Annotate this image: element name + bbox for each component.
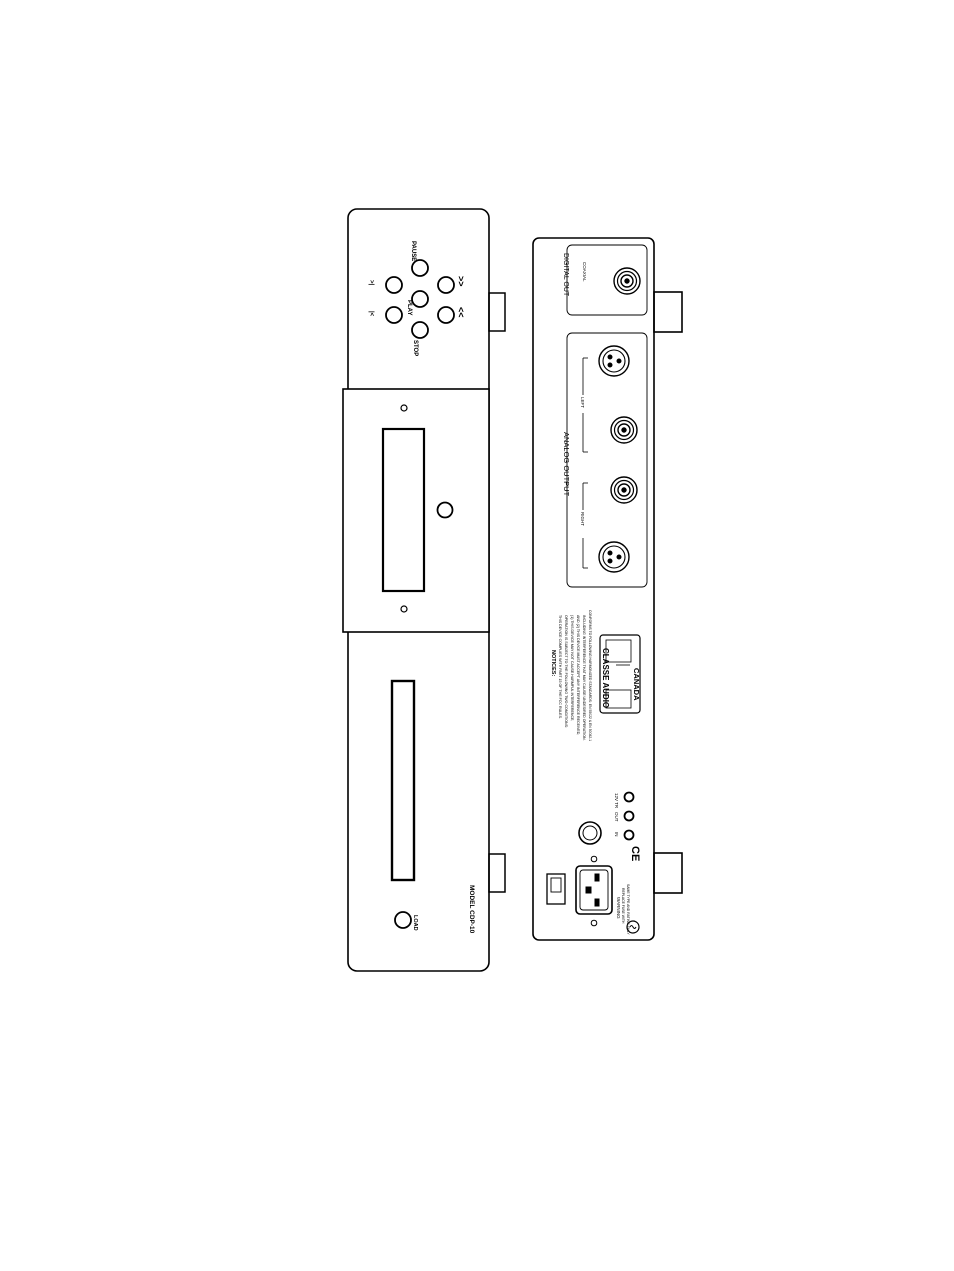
coaxial-label: COAXIAL (582, 262, 587, 282)
warning-line-2: SAME TYPE AND RATING ONLY (626, 884, 630, 935)
model-label: MODEL CDP-10 (468, 885, 475, 934)
indicator-led-bottom (400, 605, 408, 613)
screw-top (590, 855, 598, 863)
control-in-jack (623, 829, 635, 841)
coaxial-jack (613, 267, 641, 295)
xlr-left-pin-2 (607, 362, 613, 368)
rewind-button[interactable] (385, 306, 403, 324)
iec-pin-3 (585, 886, 592, 894)
pause-label: PAUSE (410, 241, 416, 261)
brand-country: CANADA (632, 668, 641, 701)
notice-line-5: INCLUDING INTERFERENCE THAT MAY CAUSE UN… (582, 615, 586, 741)
iec-power-inlet (575, 865, 613, 915)
power-switch[interactable] (546, 873, 566, 905)
ce-mark: CE (629, 846, 641, 861)
display-window (381, 427, 426, 593)
iec-pin-1 (594, 873, 600, 882)
rear-panel-body (532, 237, 655, 941)
power-switch-rocker (550, 877, 562, 893)
notice-line-1: THIS DEVICE COMPLIES WITH PART 15 OF THE… (558, 615, 562, 719)
disc-tray (390, 679, 416, 882)
xlr-right-pin-2 (607, 558, 613, 564)
trigger-jack (623, 791, 635, 803)
xlr-left-pin-1 (607, 354, 613, 360)
fuse-holder (578, 821, 602, 845)
prev-track-label: << (456, 307, 466, 318)
front-foot-bottom (488, 853, 506, 893)
rear-foot-top (653, 291, 683, 333)
digital-out-title: DIGITAL OUT (562, 253, 569, 297)
ground-symbol (626, 920, 640, 934)
pause-button[interactable] (411, 259, 429, 277)
play-button[interactable] (411, 290, 429, 308)
ground-symbol-wave (629, 925, 637, 929)
notice-line-3: (1) THIS DEVICE MAY NOT CAUSE HARMFUL IN… (570, 615, 574, 721)
xlr-left-jack (598, 345, 630, 377)
control-in-label: IN (614, 832, 619, 837)
iec-pin-2 (594, 898, 600, 907)
rear-panel (532, 237, 683, 941)
coaxial-jack-pin (624, 278, 630, 284)
front-foot-top (488, 292, 506, 332)
stop-button[interactable] (411, 321, 429, 339)
iec-power-inlet-inner (579, 869, 609, 911)
load-button[interactable] (394, 911, 412, 929)
coaxial-jack-inner (620, 274, 634, 288)
trigger-label: 12V TR (614, 793, 619, 809)
rear-foot-bottom (653, 852, 683, 894)
left-label: LEFT (580, 397, 585, 408)
screw-bottom (590, 919, 598, 927)
serial-label-plate (599, 634, 641, 714)
xlr-left-pin-3 (616, 358, 622, 364)
load-label: LOAD (412, 915, 418, 931)
play-label: PLAY (406, 300, 412, 315)
xlr-right-pin-1 (607, 550, 613, 556)
analog-output-box (566, 332, 648, 588)
notice-line-4: AND (2) THIS DEVICE MUST ACCEPT ANY INTE… (576, 615, 580, 735)
display-block (342, 388, 490, 633)
xlr-right-pin-3 (616, 554, 622, 560)
serial-barcode-box-2 (605, 689, 632, 709)
next-track-label: >> (456, 276, 466, 287)
notice-line-6: CONFORMS TO FOLLOWING HARMONIZED STANDAR… (588, 610, 592, 741)
prev-track-button[interactable] (437, 306, 455, 324)
xlr-right-jack (598, 541, 630, 573)
rca-left-jack (610, 416, 638, 444)
fast-forward-button[interactable] (385, 276, 403, 294)
brand-name: CLASSE AUDIO (601, 648, 610, 708)
notice-line-2: OPERATION IS SUBJECT TO THE FOLLOWING TW… (564, 615, 568, 728)
digital-out-box (566, 244, 648, 316)
ir-sensor (436, 501, 454, 519)
rca-left-ring (613, 419, 635, 441)
rca-right-ring (613, 479, 635, 501)
stop-label: STOP (412, 340, 418, 356)
rca-left-inner (617, 423, 631, 437)
next-track-button[interactable] (437, 276, 455, 294)
rca-right-inner (617, 483, 631, 497)
fast-forward-label: >| (368, 280, 374, 286)
warning-line-1: REPLACE FUSE WITH (621, 888, 625, 924)
xlr-left-inner (602, 349, 626, 373)
serial-barcode-box-1 (605, 639, 632, 663)
fuse-holder-inner (582, 825, 598, 841)
front-panel (342, 208, 506, 972)
xlr-right-inner (602, 545, 626, 569)
notices-title: NOTICES: (550, 650, 556, 676)
analog-output-title: ANALOG OUTPUT (562, 432, 571, 497)
rca-right-jack (610, 476, 638, 504)
control-out-label: OUT (614, 812, 619, 822)
rca-left-pin (621, 427, 627, 433)
warning-title: WARNING (616, 897, 621, 919)
control-out-jack (623, 810, 635, 822)
coaxial-jack-ring (616, 270, 638, 292)
right-label: RIGHT (580, 512, 585, 526)
rewind-label: |< (368, 311, 374, 317)
rca-right-pin (621, 487, 627, 493)
indicator-led-top (400, 404, 408, 412)
